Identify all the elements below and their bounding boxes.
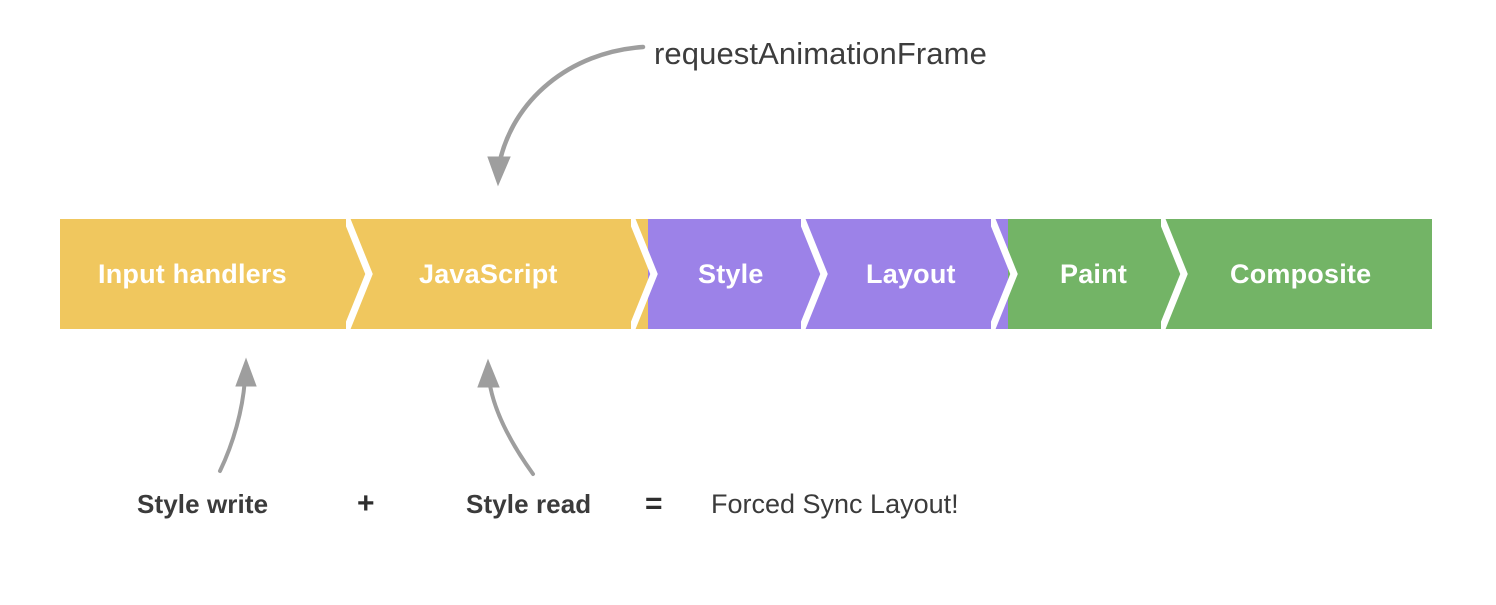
- equation-result-label: Forced Sync Layout!: [711, 489, 959, 519]
- style-write-arrowhead: [235, 357, 257, 387]
- equation-style-read-term: Style read: [466, 489, 592, 519]
- pipeline-stage-label: Style: [698, 258, 764, 289]
- pipeline-stage-input-handlers[interactable]: Input handlers: [60, 219, 363, 329]
- style-write-curved-arrow: [218, 357, 257, 473]
- pipeline-stage-label: Paint: [1060, 258, 1128, 289]
- pipeline-bar: Input handlers JavaScript Style Layout P…: [60, 219, 1432, 329]
- pipeline-stage-layout[interactable]: Layout: [818, 219, 1008, 329]
- pipeline-stage-label: Layout: [866, 258, 956, 289]
- pipeline-stage-paint[interactable]: Paint: [1008, 219, 1178, 329]
- equation-plus-operator: +: [357, 487, 375, 520]
- style-read-curved-arrow: [477, 358, 535, 476]
- style-read-arrowhead: [477, 358, 500, 388]
- request-animation-frame-label: requestAnimationFrame: [654, 36, 987, 71]
- equation-equals-operator: =: [645, 487, 663, 520]
- pipeline-stage-composite[interactable]: Composite: [1178, 219, 1432, 329]
- pipeline-stage-label: Composite: [1230, 258, 1372, 289]
- raf-curved-arrow: [487, 44, 646, 187]
- pipeline-stage-label: Input handlers: [98, 258, 287, 289]
- equation-style-write-term: Style write: [137, 489, 269, 519]
- raf-arrowhead: [487, 156, 511, 187]
- pipeline-stage-label: JavaScript: [419, 258, 558, 289]
- forced-sync-layout-equation: Style write + Style read = Forced Sync L…: [0, 481, 1496, 527]
- pipeline-stage-style[interactable]: Style: [648, 219, 818, 329]
- pipeline-stage-javascript[interactable]: JavaScript: [363, 219, 648, 329]
